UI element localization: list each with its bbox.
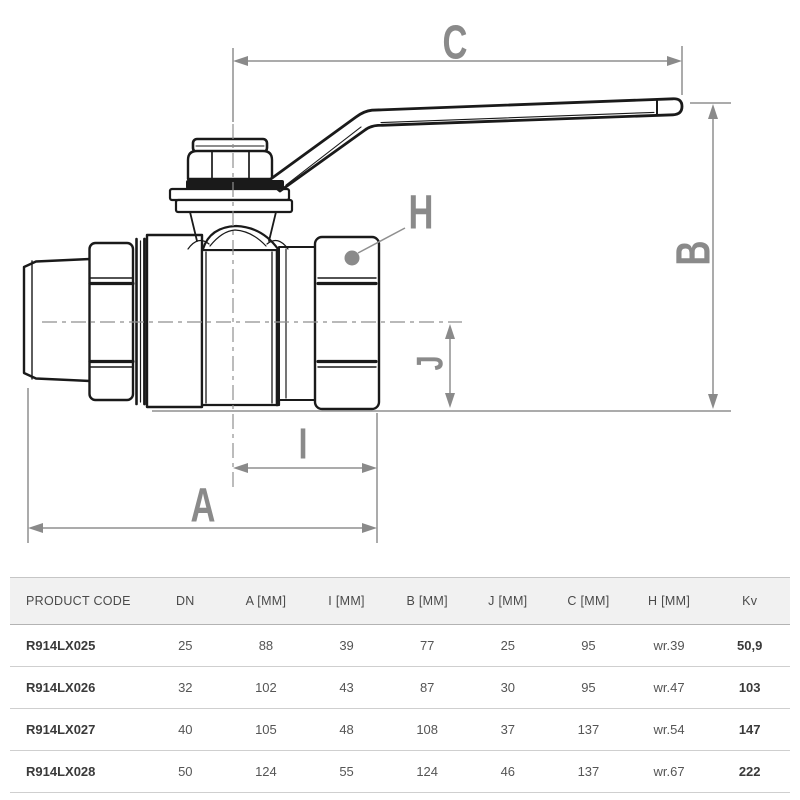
valve-body-left bbox=[145, 233, 204, 409]
valve-technical-drawing: C B H J I bbox=[22, 15, 731, 543]
column-header-kv: Kv bbox=[742, 594, 758, 608]
dimension-label-h: H bbox=[409, 185, 434, 239]
h-marker-dot bbox=[344, 250, 360, 266]
dimension-h: H bbox=[344, 185, 434, 266]
dn-cell: 25 bbox=[178, 638, 193, 653]
column-header-i: I [MM] bbox=[328, 594, 365, 608]
valve-body-center bbox=[200, 248, 281, 407]
h-mm-cell: wr.47 bbox=[653, 680, 685, 695]
dimension-c: C bbox=[233, 15, 683, 95]
product-spec-table: PRODUCT CODE DN A [MM] I [MM] B [MM] J [… bbox=[10, 577, 790, 793]
dimension-j: J bbox=[409, 324, 455, 408]
dimension-label-j: J bbox=[409, 356, 450, 371]
h-mm-cell: wr.54 bbox=[653, 722, 685, 737]
product-code-cell: R914LX025 bbox=[26, 638, 96, 653]
b-mm-cell: 108 bbox=[416, 722, 439, 737]
table-header-row: PRODUCT CODE DN A [MM] I [MM] B [MM] J [… bbox=[10, 577, 790, 625]
column-header-j: J [MM] bbox=[488, 594, 528, 608]
c-mm-cell: 137 bbox=[577, 764, 600, 779]
kv-cell: 103 bbox=[738, 680, 761, 695]
female-hex-nut bbox=[313, 235, 381, 411]
dimension-i: I bbox=[233, 413, 378, 543]
b-mm-cell: 124 bbox=[416, 764, 439, 779]
dimension-b: B bbox=[152, 102, 731, 412]
center-lines bbox=[42, 48, 462, 487]
dn-cell: 32 bbox=[178, 680, 193, 695]
dn-cell: 40 bbox=[178, 722, 193, 737]
male-thread-end bbox=[22, 257, 92, 383]
product-code-cell: R914LX026 bbox=[26, 680, 96, 695]
b-mm-cell: 87 bbox=[419, 680, 435, 695]
stem-hex-nut bbox=[186, 149, 274, 181]
product-code-cell: R914LX027 bbox=[26, 722, 96, 737]
i-mm-cell: 55 bbox=[339, 764, 354, 779]
column-header-a: A [MM] bbox=[245, 594, 287, 608]
kv-cell: 147 bbox=[738, 722, 761, 737]
stem-neck bbox=[187, 211, 289, 251]
table-row: R914LX025 25 88 39 77 25 95 wr.39 50,9 bbox=[10, 625, 790, 667]
a-mm-cell: 102 bbox=[255, 680, 277, 695]
a-mm-cell: 124 bbox=[255, 764, 277, 779]
dn-cell: 50 bbox=[178, 764, 193, 779]
gland-plates bbox=[168, 187, 294, 214]
dimension-label-c: C bbox=[443, 15, 468, 69]
j-mm-cell: 46 bbox=[500, 764, 516, 779]
j-mm-cell: 25 bbox=[500, 638, 516, 653]
column-header-b: B [MM] bbox=[406, 594, 448, 608]
column-header-c: C [MM] bbox=[567, 594, 610, 608]
h-mm-cell: wr.39 bbox=[653, 638, 685, 653]
dimension-label-a: A bbox=[191, 478, 216, 532]
column-header-dn: DN bbox=[175, 594, 195, 608]
h-mm-cell: wr.67 bbox=[653, 764, 685, 779]
j-mm-cell: 30 bbox=[500, 680, 516, 695]
kv-cell: 222 bbox=[738, 764, 761, 779]
handle-foot bbox=[186, 180, 284, 189]
kv-cell: 50,9 bbox=[737, 638, 763, 653]
column-header-h: H [MM] bbox=[648, 594, 691, 608]
c-mm-cell: 137 bbox=[577, 722, 600, 737]
dimension-label-b: B bbox=[666, 241, 720, 266]
i-mm-cell: 43 bbox=[339, 680, 354, 695]
product-code-cell: R914LX028 bbox=[26, 764, 96, 779]
column-header-product-code: PRODUCT CODE bbox=[26, 594, 131, 608]
a-mm-cell: 88 bbox=[258, 638, 274, 653]
table-row: R914LX028 50 124 55 124 46 137 wr.67 222 bbox=[10, 751, 790, 793]
i-mm-cell: 39 bbox=[339, 638, 354, 653]
table-row: R914LX027 40 105 48 108 37 137 wr.54 147 bbox=[10, 709, 790, 751]
table-row: R914LX026 32 102 43 87 30 95 wr.47 103 bbox=[10, 667, 790, 709]
female-pipe-section bbox=[278, 246, 316, 401]
c-mm-cell: 95 bbox=[581, 680, 596, 695]
j-mm-cell: 37 bbox=[500, 722, 516, 737]
a-mm-cell: 105 bbox=[255, 722, 277, 737]
c-mm-cell: 95 bbox=[581, 638, 596, 653]
i-mm-cell: 48 bbox=[339, 722, 354, 737]
b-mm-cell: 77 bbox=[419, 638, 435, 653]
dimension-a: A bbox=[27, 388, 377, 543]
dimension-label-i: I bbox=[299, 419, 308, 468]
valve-handle bbox=[186, 97, 684, 193]
